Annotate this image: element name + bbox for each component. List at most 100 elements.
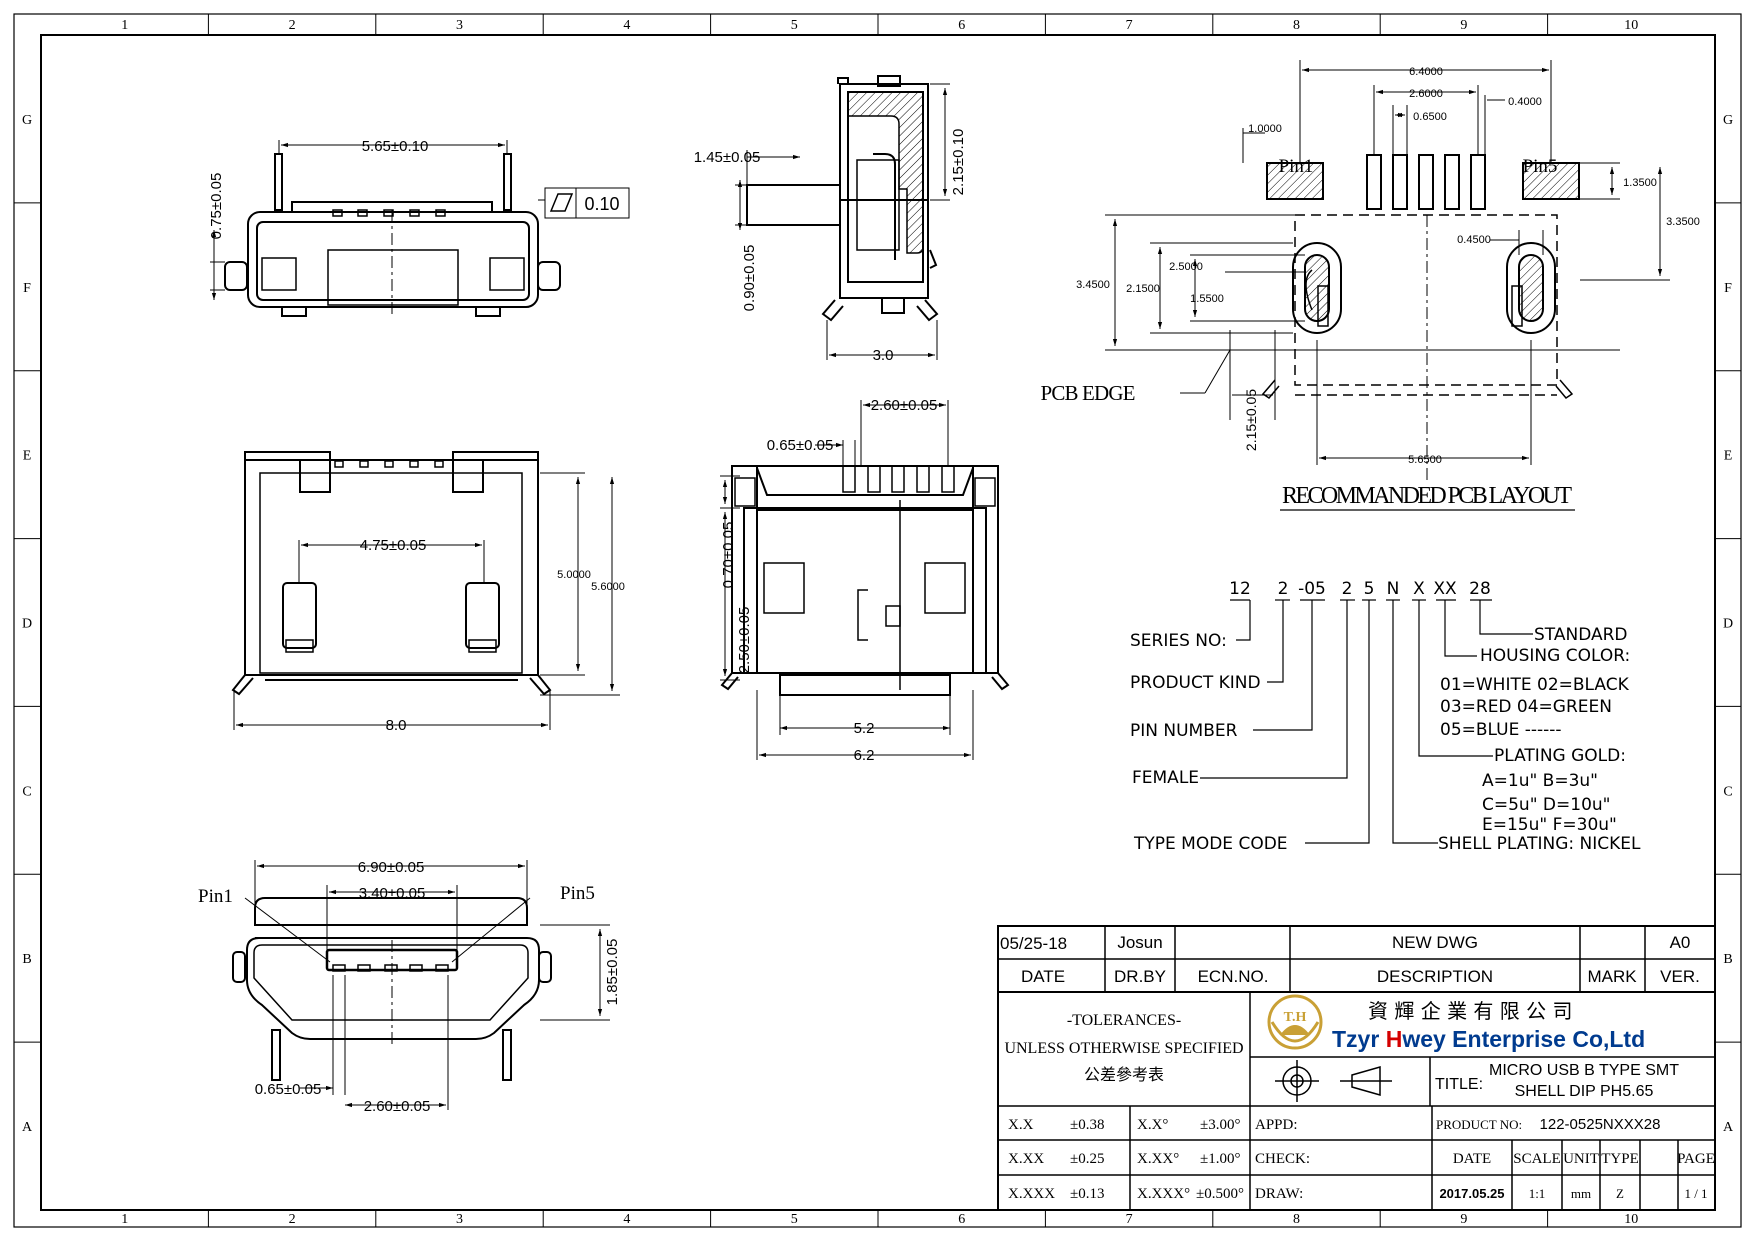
pcb-dim-10: 1.0000 [1248,123,1282,135]
tolerance-table: X.X ±0.38 X.X° ±3.00° X.XX ±0.25 X.XX° ±… [1008,1117,1244,1202]
pcb-dim-335: 3.3500 [1666,216,1700,228]
label-standard: STANDARD [1534,625,1628,645]
part-code-gold: X [1413,579,1425,599]
dim-top-left-height: 0.75±0.05 [208,173,225,240]
dim-rear-w1: 5.2 [854,720,875,737]
pcb-dim-25: 2.5000 [1169,261,1203,273]
zone-col-1: 1 [121,1212,128,1227]
plug-pin5-label: Pin5 [560,883,595,904]
label-type-mode: TYPE MODE CODE [1133,834,1288,854]
view-plug-face-dims [244,860,610,1110]
pcb-layout-labels: 6.4000 2.6000 0.6500 0.4000 1.0000 1.350… [1076,66,1700,466]
tolerance-unless: UNLESS OTHERWISE SPECIFIED [1004,1040,1243,1057]
dim-rear-pin: 0.65±0.05 [767,437,834,454]
label-gold-3: E=15u" F=30u" [1482,815,1617,835]
header-date: DATE [1021,967,1065,986]
zone-col-9: 9 [1460,18,1467,33]
tol-v1-0: ±0.38 [1070,1117,1104,1133]
meta-page: 1 / 1 [1684,1186,1707,1201]
zone-col-5: 5 [791,1212,798,1227]
rev-ver: A0 [1670,933,1691,952]
part-code-kind: 2 [1278,579,1289,599]
tol-v2-0: ±3.00° [1200,1117,1240,1133]
tol-v2-1: ±1.00° [1200,1151,1240,1167]
part-code-color: XX [1433,579,1457,599]
flatness-value: 0.10 [584,194,619,214]
meta-h-page: PAGE [1677,1151,1715,1167]
label-gold-2: C=5u" D=10u" [1482,795,1611,815]
zone-row-B: B [1723,952,1732,967]
zone-col-9: 9 [1460,1212,1467,1227]
rev-by: Josun [1117,933,1162,952]
draw-label: DRAW: [1255,1186,1303,1202]
zone-row-E: E [1724,449,1733,464]
label-female: FEMALE [1132,768,1199,788]
part-code-labels: SERIES NO: PRODUCT KIND PIN NUMBER FEMAL… [1130,625,1641,854]
dim-front-h2: 5.6000 [591,581,625,593]
part-code-pins: -05 [1298,579,1326,599]
meta-type: Z [1616,1186,1624,1201]
tolerance-chinese: 公差參考表 [1084,1065,1164,1084]
zone-col-3: 3 [456,18,463,33]
zone-row-A: A [1723,1120,1734,1135]
dim-plug-inner: 3.40±0.05 [359,885,426,902]
meta-h-date: DATE [1453,1151,1491,1167]
tol-v1-1: ±0.25 [1070,1151,1104,1167]
company-name-chinese: 資 輝 企 業 有 限 公 司 [1368,999,1573,1023]
dim-side-bottom: 3.0 [873,347,894,364]
pcb-pin1-label: Pin1 [1279,156,1314,177]
side-contact-spring [873,153,896,260]
zone-col-6: 6 [958,1212,965,1227]
pcb-dim-045: 0.4500 [1457,234,1491,246]
pcb-dim-04: 0.4000 [1508,96,1542,108]
zone-col-6: 6 [958,18,965,33]
zone-col-4: 4 [623,18,630,33]
label-kind: PRODUCT KIND [1130,673,1261,693]
label-gold-1: A=1u" B=3u" [1482,771,1598,791]
title-line-2: SHELL DIP PH5.65 [1515,1083,1654,1100]
rev-desc: NEW DWG [1392,933,1478,952]
meta-h-type: TYPE [1601,1151,1639,1167]
zone-row-A: A [22,1120,33,1135]
tol-k2-2: X.XXX° [1137,1186,1190,1202]
tol-v2-2: ±0.500° [1196,1186,1244,1202]
signoff-labels: APPD: CHECK: DRAW: [1255,1117,1310,1202]
pcb-dim-215: 2.1500 [1126,283,1160,295]
view-rear [720,465,1010,696]
label-shell: SHELL PLATING: NICKEL [1438,834,1641,854]
label-housing: HOUSING COLOR: [1480,646,1630,666]
dim-plug-outer: 6.90±0.05 [358,859,425,876]
tol-k2-0: X.X° [1137,1117,1168,1133]
header-drby: DR.BY [1114,967,1166,986]
view-side-dims [735,83,950,360]
header-ecn: ECN.NO. [1198,967,1269,986]
label-pins: PIN NUMBER [1130,721,1238,741]
meta-h-unit: UNIT [1563,1151,1599,1167]
meta-headers: DATE SCALE UNIT TYPE PAGE [1453,1151,1715,1167]
zone-col-2: 2 [289,18,296,33]
view-rear-dims [720,400,974,760]
appd-label: APPD: [1255,1117,1298,1133]
pcb-layout-outline [1230,214,1620,396]
pcb-dim-565: 5.6500 [1408,454,1442,466]
plug-pin1-label: Pin1 [198,886,233,907]
pcb-dim-065: 0.6500 [1413,111,1447,123]
tolerance-note: -TOLERANCES- UNLESS OTHERWISE SPECIFIED … [1004,1012,1243,1084]
zone-col-2: 2 [289,1212,296,1227]
part-code-type: 5 [1364,579,1375,599]
zone-row-F: F [23,281,31,296]
dim-front-h1: 5.0000 [557,569,591,581]
dim-plug-height: 1.85±0.05 [604,939,621,1006]
zone-row-B: B [22,952,31,967]
title-label: TITLE: [1435,1076,1483,1093]
pcb-dim-345: 3.4500 [1076,279,1110,291]
part-code-standard: 28 [1469,579,1491,599]
company-logo: T.H [1267,994,1323,1050]
zone-row-G: G [1723,113,1733,128]
view-top-left-dims [210,140,630,315]
pcb-layout-title: RECOMMANDED PCB LAYOUT [1282,483,1572,509]
product-no-label: PRODUCT NO: [1436,1117,1522,1132]
zone-col-5: 5 [791,18,798,33]
